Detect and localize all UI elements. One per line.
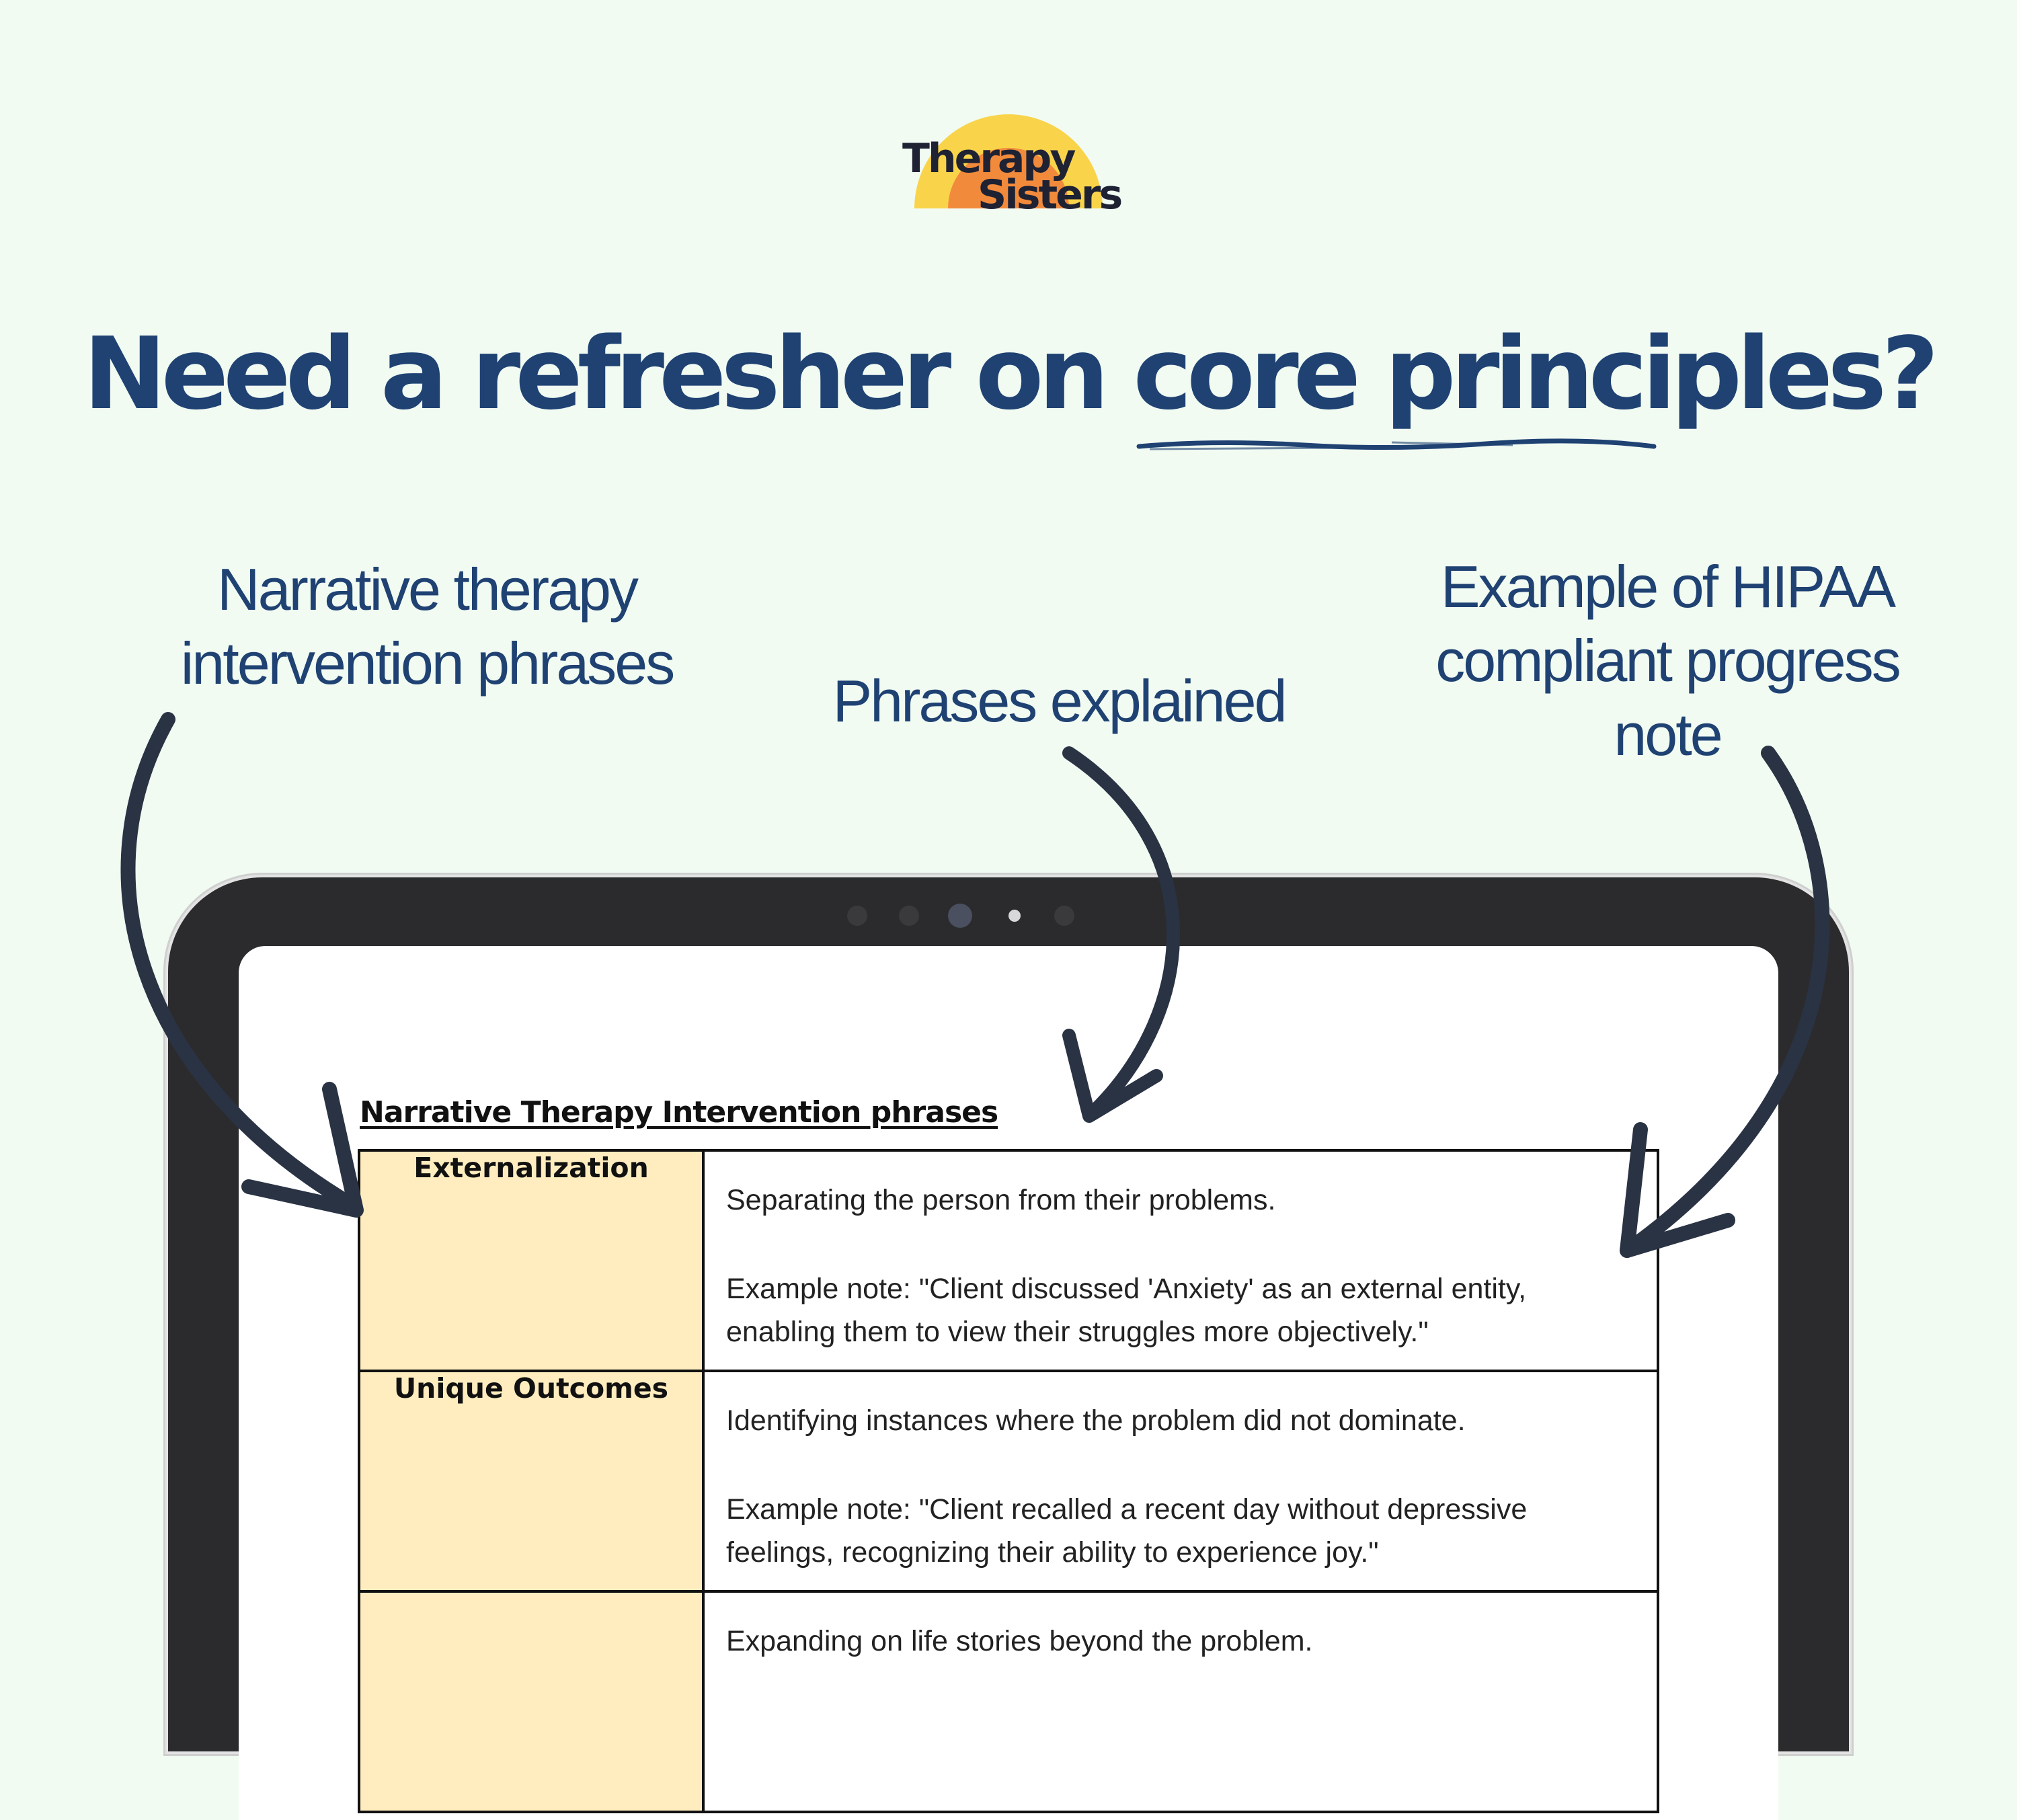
therapy-sisters-logo: Therapy Sisters: [894, 108, 1123, 222]
curved-arrow-icon: [120, 712, 364, 1218]
sensor-dot: [899, 906, 919, 926]
callout-hipaa-note: Example of HIPAA compliant progress note: [1405, 550, 1930, 772]
document-title: Narrative Therapy Intervention phrases: [360, 1095, 998, 1130]
sensor-dot: [847, 906, 867, 926]
curved-arrow-icon: [1620, 746, 1830, 1258]
term-cell: Externalization: [358, 1149, 705, 1372]
definition-text: Separating the person from their problem…: [726, 1184, 1276, 1216]
table-row: Unique Outcomes Identifying instances wh…: [358, 1370, 1659, 1593]
logo-text-sisters: Sisters: [978, 171, 1123, 219]
term-cell: Unique Outcomes: [358, 1370, 705, 1593]
term-cell: [358, 1590, 705, 1813]
callout-left-line: intervention phrases: [180, 630, 675, 697]
logo-text-therapy: Therapy: [902, 135, 1076, 182]
callout-right-line: Example of HIPAA: [1440, 553, 1896, 620]
example-note-text: Example note: "Client recalled a recent …: [726, 1493, 1528, 1569]
example-note-text: Example note: "Client discussed 'Anxiety…: [726, 1273, 1527, 1348]
callout-phrases-explained: Phrases explained: [793, 664, 1324, 738]
sensor-dot: [1054, 906, 1074, 926]
scribble-underline: [1136, 438, 1657, 450]
table-row: Expanding on life stories beyond the pro…: [358, 1590, 1659, 1813]
curved-arrow-icon: [1062, 746, 1181, 1123]
callout-right-line: compliant progress: [1435, 627, 1901, 694]
callout-left-line: Narrative therapy: [217, 556, 639, 623]
table-row: Externalization Separating the person fr…: [358, 1149, 1659, 1372]
description-cell: Identifying instances where the problem …: [702, 1370, 1659, 1593]
camera-lens-icon: [948, 904, 972, 928]
callout-intervention-phrases: Narrative therapy intervention phrases: [148, 553, 706, 701]
sun-logo-icon: [914, 114, 1103, 208]
annotation-arrows: [120, 712, 1830, 1258]
callout-middle-line: Phrases explained: [832, 668, 1287, 734]
callout-right-line: note: [1614, 701, 1723, 768]
description-cell: Separating the person from their problem…: [702, 1149, 1659, 1372]
definition-text: Expanding on life stories beyond the pro…: [726, 1625, 1313, 1657]
definition-text: Identifying instances where the problem …: [726, 1404, 1466, 1437]
description-cell: Expanding on life stories beyond the pro…: [702, 1590, 1659, 1813]
light-sensor-dot: [1008, 910, 1021, 922]
headline: Need a refresher on core principles?: [83, 316, 1939, 432]
